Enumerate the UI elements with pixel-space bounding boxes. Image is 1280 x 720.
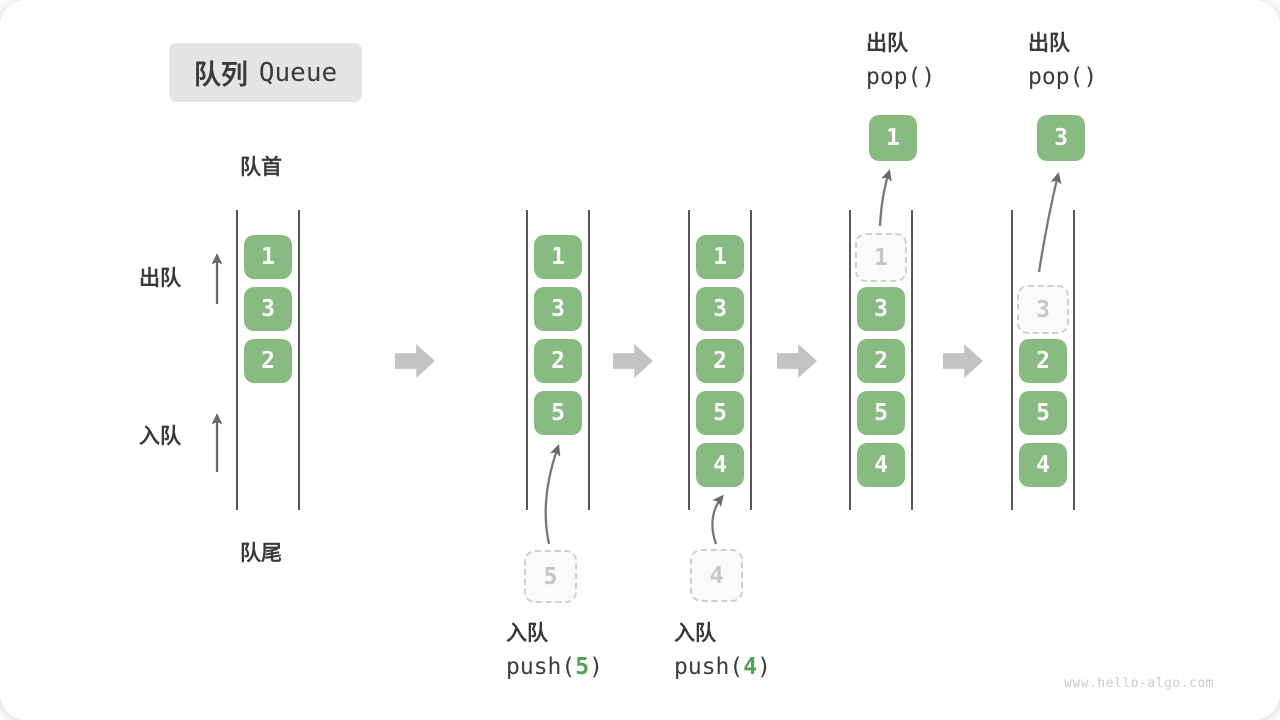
step-arrow-icon — [777, 344, 817, 378]
op-label-pop-2: 出队 pop() — [1028, 27, 1097, 90]
queue-box: 4 — [1019, 443, 1067, 487]
queue-box: 1 — [244, 235, 292, 279]
title-badge: 队列 Queue — [169, 43, 362, 102]
popped-box: 3 — [1037, 115, 1085, 161]
title-zh: 队列 — [193, 60, 248, 90]
queue-well-4 — [849, 210, 913, 510]
queue-box: 3 — [857, 287, 905, 331]
op-arg: 4 — [743, 654, 758, 680]
op-zh: 入队 — [674, 622, 716, 645]
queue-box: 5 — [1019, 391, 1067, 435]
queue-well-5 — [1011, 210, 1075, 510]
queue-well-2 — [526, 210, 590, 510]
op-zh: 出队 — [866, 32, 908, 55]
incoming-ghost-box: 4 — [690, 549, 743, 602]
queue-box: 4 — [857, 443, 905, 487]
step-arrow-icon — [943, 344, 983, 378]
op-code: push(5) — [506, 654, 603, 680]
label-dequeue-side: 出队 — [139, 267, 181, 290]
incoming-ghost-box: 5 — [524, 550, 577, 603]
op-code: pop() — [866, 64, 936, 90]
watermark: www.hello-algo.com — [1064, 676, 1214, 691]
queue-box: 5 — [534, 391, 582, 435]
queue-box: 5 — [696, 391, 744, 435]
op-code: pop() — [1028, 64, 1098, 90]
removed-ghost-box: 3 — [1017, 285, 1069, 334]
title-en: Queue — [258, 57, 338, 88]
queue-well-3 — [688, 210, 752, 510]
queue-well-1 — [236, 210, 300, 510]
queue-box: 1 — [696, 235, 744, 279]
op-label-push-4: 入队 push(4) — [674, 617, 771, 680]
queue-box: 3 — [244, 287, 292, 331]
op-label-pop-1: 出队 pop() — [866, 27, 935, 90]
popped-box: 1 — [869, 115, 917, 161]
queue-box: 2 — [857, 339, 905, 383]
op-label-push-5: 入队 push(5) — [506, 617, 603, 680]
step-arrow-icon — [613, 344, 653, 378]
queue-box: 2 — [696, 339, 744, 383]
label-queue-front: 队首 — [240, 156, 282, 179]
op-zh: 出队 — [1028, 32, 1070, 55]
op-code: push(4) — [674, 654, 771, 680]
label-enqueue-side: 入队 — [139, 425, 181, 448]
queue-box: 1 — [534, 235, 582, 279]
queue-box: 4 — [696, 443, 744, 487]
queue-box: 2 — [244, 339, 292, 383]
op-zh: 入队 — [506, 622, 548, 645]
queue-box: 5 — [857, 391, 905, 435]
queue-box: 2 — [534, 339, 582, 383]
queue-box: 3 — [696, 287, 744, 331]
queue-box: 3 — [534, 287, 582, 331]
removed-ghost-box: 1 — [855, 233, 907, 282]
label-queue-rear: 队尾 — [240, 542, 282, 565]
step-arrow-icon — [395, 344, 435, 378]
op-arg: 5 — [575, 654, 590, 680]
queue-box: 2 — [1019, 339, 1067, 383]
